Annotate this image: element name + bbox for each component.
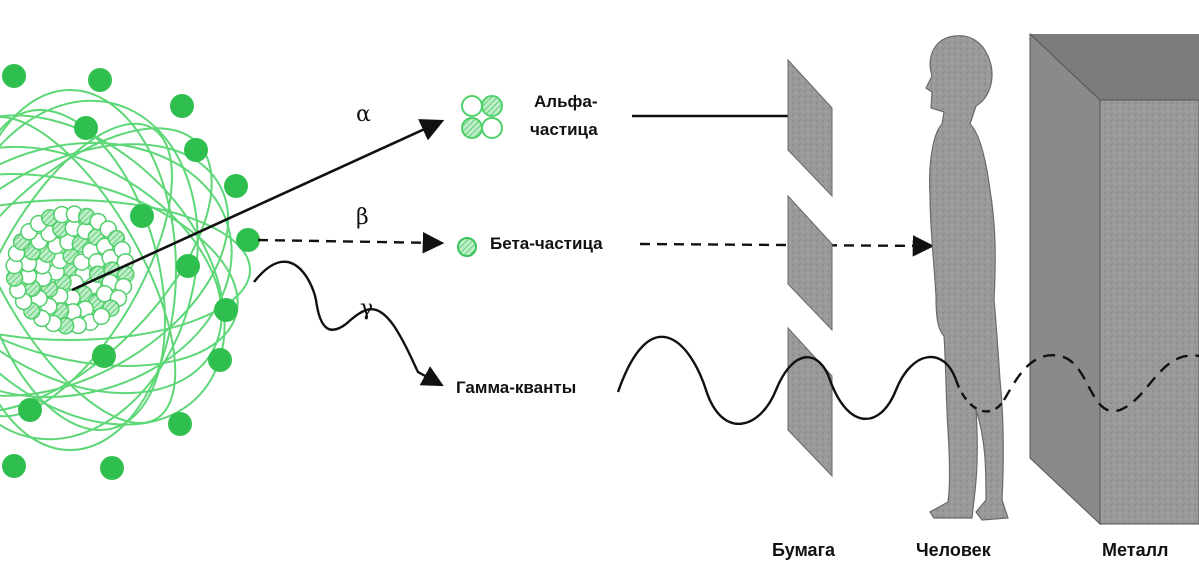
paper-caption: Бумага (772, 540, 836, 560)
beta-ray-arrow (257, 231, 445, 254)
orbit-ring (0, 143, 230, 397)
nucleus (5, 205, 135, 335)
orbit-ring (0, 99, 199, 441)
atom (0, 64, 260, 480)
gamma-symbol: γ (360, 296, 374, 321)
electrons (2, 64, 260, 480)
beta-particle-icon (457, 237, 477, 257)
beta-symbol: β (356, 205, 369, 230)
human-figure (925, 35, 1009, 521)
gamma-ray-wave (253, 260, 444, 387)
orbit-ring (0, 141, 233, 399)
electron (176, 254, 200, 278)
electron (2, 454, 26, 478)
electron (100, 456, 124, 480)
metal-caption: Металл (1102, 540, 1169, 560)
electron (130, 204, 154, 228)
electron (208, 348, 232, 372)
electron (184, 138, 208, 162)
orbit-ring (0, 89, 177, 451)
electron (214, 298, 238, 322)
gamma-label: Гамма-кванты (456, 378, 577, 397)
paper-barrier (787, 58, 833, 478)
electron (88, 68, 112, 92)
alpha-particle-icon (461, 95, 503, 139)
electron (224, 174, 248, 198)
beta-label: Бета-частица (490, 234, 603, 253)
beta-to-human-arrow (639, 235, 935, 257)
electron (18, 398, 42, 422)
orbit-ring (0, 114, 226, 426)
human-caption: Человек (916, 540, 991, 560)
alpha-label-line2: частица (530, 120, 598, 139)
metal-barrier (1029, 32, 1199, 526)
alpha-ray-arrow (71, 119, 445, 292)
electron (236, 228, 260, 252)
electron (2, 64, 26, 88)
electron (92, 344, 116, 368)
gamma-wave-penetrating (616, 335, 1199, 425)
electron (170, 94, 194, 118)
nucleon (92, 307, 111, 326)
alpha-label-line1: Альфа- (534, 92, 598, 111)
alpha-symbol: α (356, 102, 371, 127)
electron (168, 412, 192, 436)
gamma-wave-segment (954, 379, 1006, 413)
orbit-ring (0, 115, 177, 425)
orbit-ring (0, 108, 167, 432)
orbit-ring (0, 199, 251, 341)
gamma-wave-segment (828, 355, 958, 420)
gamma-wave-segment (616, 335, 832, 425)
electron (74, 116, 98, 140)
gamma-wave-segment (1002, 354, 1199, 413)
